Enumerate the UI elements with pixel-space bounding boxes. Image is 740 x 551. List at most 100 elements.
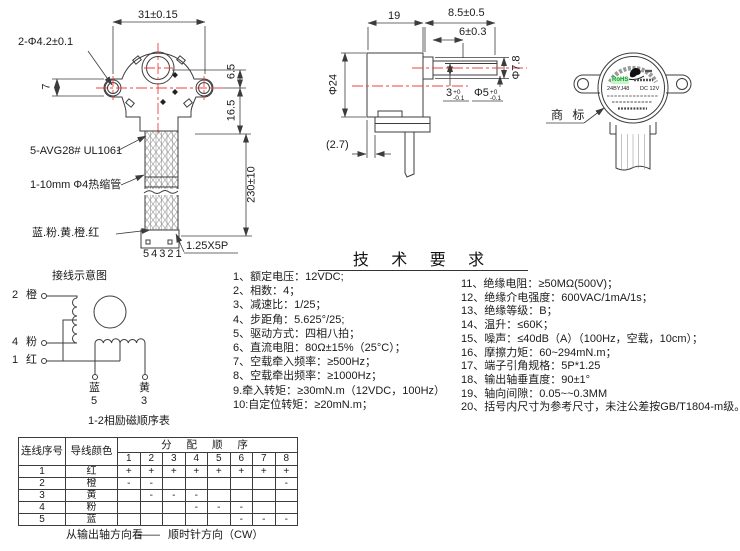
connector-spec-label: 1.25X5P xyxy=(186,240,229,252)
dim-flat-thickness: 3+0-0.1 xyxy=(446,87,465,102)
tech-item: 7、空载牵入频率：≥500Hz； xyxy=(233,356,376,369)
terminal-3-color: 黄 xyxy=(139,382,150,394)
dim-flat-value: 3 xyxy=(446,87,453,99)
table-row: 2 橙 - - - xyxy=(18,477,298,490)
seq-cell: + xyxy=(162,465,186,478)
col-header-wire-no: 连线序号 xyxy=(18,437,66,466)
seq-cell: + xyxy=(252,465,276,478)
step-header: 2 xyxy=(139,452,163,466)
step-header: 8 xyxy=(274,452,298,466)
tech-item: 1、额定电压：12VDC; xyxy=(233,271,344,283)
tolerance-upper: +0 xyxy=(453,89,461,96)
step-header: 4 xyxy=(184,452,208,466)
dim-shaft-diameter: Φ5+0-0.1 xyxy=(474,87,502,102)
tech-item: 20、括号内尺寸为参考尺寸，未注公差按GB/T1804-m级。 xyxy=(461,401,740,414)
step-header: 3 xyxy=(162,452,186,466)
seq-cell xyxy=(117,489,141,502)
tech-item: 13、绝缘等级：B； xyxy=(461,305,558,318)
tech-item: 14、温升：≤60K； xyxy=(461,319,554,332)
seq-cell: - xyxy=(139,477,163,490)
table-note-view: 从输出轴方向看 xyxy=(66,529,143,541)
brand-logo-mark xyxy=(629,67,641,78)
tech-item: 19、轴向间隙：0.05~~0.3MM xyxy=(461,387,608,400)
table-row: 4 粉 - - - xyxy=(18,501,298,514)
wire-no: 3 xyxy=(18,489,66,502)
tech-item: 18、输出轴垂直度：90±1° xyxy=(461,373,591,386)
seq-cell xyxy=(229,477,253,490)
seq-cell: + xyxy=(207,465,231,478)
table-row: 5 蓝 - - - xyxy=(18,513,298,526)
tolerance-lower: -0.1 xyxy=(489,95,502,102)
terminal-4-color: 粉 xyxy=(26,336,37,348)
step-header: 1 xyxy=(117,452,141,466)
model-number: 24BYJ48 xyxy=(607,86,630,92)
tech-item: 11、绝缘电阻：≥50MΩ(500V)； xyxy=(461,278,619,290)
tolerance-lower: -0.1 xyxy=(453,95,465,102)
wire-no: 5 xyxy=(18,513,66,526)
seq-cell: - xyxy=(184,501,208,514)
wire-no: 2 xyxy=(18,477,66,490)
step-header: 7 xyxy=(252,452,276,466)
wiring-title: 接线示意图 xyxy=(52,270,107,282)
seq-cell xyxy=(117,501,141,514)
dim-flat-length: 6±0.3 xyxy=(459,26,487,38)
seq-cell xyxy=(207,489,231,502)
label-company-arc-text xyxy=(608,65,658,84)
seq-cell: - xyxy=(162,489,186,502)
wire-color: 橙 xyxy=(65,477,118,490)
wire-color: 粉 xyxy=(65,501,118,514)
tech-item: 10:自定位转矩：≥20mN.m； xyxy=(233,398,373,411)
seq-cell: - xyxy=(117,477,141,490)
seq-cell: - xyxy=(229,501,253,514)
tech-item: 3、减速比：1/25； xyxy=(233,299,327,312)
seq-cell: + xyxy=(139,465,163,478)
tech-requirements-title: 技 术 要 求 xyxy=(318,246,528,271)
terminal-5-pin: 5 xyxy=(91,395,98,407)
seq-cell xyxy=(207,477,231,490)
wire-no: 1 xyxy=(18,465,66,478)
table-row: 3 黄 - - - xyxy=(18,489,298,502)
terminal-3-pin: 3 xyxy=(141,395,148,407)
step-header: 5 xyxy=(207,452,231,466)
wire-no: 4 xyxy=(18,501,66,514)
dim-lead-length: 230±10 xyxy=(245,166,258,203)
col-header-sequence: 分 配 顺 序 xyxy=(117,437,298,453)
tech-requirements-right: 11、绝缘电阻：≥50MΩ(500V)； 12、绝缘介电强度：600VAC/1m… xyxy=(461,278,740,415)
tech-item: 4、步距角：5.625°/25; xyxy=(233,313,345,326)
tolerance-upper: +0 xyxy=(489,89,498,96)
front-view-drawing xyxy=(52,19,252,254)
seq-cell: + xyxy=(117,465,141,478)
col-header-wire-color: 导线颜色 xyxy=(65,437,118,466)
wire-color: 蓝 xyxy=(65,513,118,526)
connector-pin-numbers: 54321 xyxy=(143,248,184,260)
trademark-callout: 商 标 xyxy=(551,108,588,122)
seq-cell: - xyxy=(184,489,208,502)
table-row: 1 红 + + + + + + + + xyxy=(18,465,298,478)
terminal-1-color: 红 xyxy=(26,354,37,366)
dim-flat-tolerance: +0-0.1 xyxy=(453,89,465,102)
seq-cell xyxy=(274,489,298,502)
dim-boss-diameter: Φ7.8 xyxy=(510,55,523,80)
dim-shaft-tolerance: +0-0.1 xyxy=(489,89,502,102)
dim-center-bottom: 16.5 xyxy=(225,99,238,122)
tech-item: 15、噪声：≤40dB（A）（100Hz，空载，10cm）； xyxy=(461,332,703,345)
seq-cell xyxy=(139,501,163,514)
seq-cell xyxy=(184,477,208,490)
tech-item: 2、相数：4； xyxy=(233,285,301,298)
seq-cell: - xyxy=(207,501,231,514)
seq-cell: + xyxy=(184,465,208,478)
seq-cell: + xyxy=(229,465,253,478)
seq-cell xyxy=(162,513,186,526)
wire-color: 黄 xyxy=(65,489,118,502)
seq-cell xyxy=(229,489,253,502)
dim-shaft-value: Φ5 xyxy=(474,87,489,99)
dim-hole-spacing: 31±0.15 xyxy=(138,9,178,21)
dim-body-depth: 19 xyxy=(388,10,401,22)
side-view-drawing xyxy=(341,20,527,178)
terminal-1-pin: 1 xyxy=(12,354,19,366)
seq-cell xyxy=(274,501,298,514)
sequence-table-caption: 1-2相励磁顺序表 xyxy=(88,415,170,427)
tech-item: 12、绝缘介电强度：600VAC/1mA/1s； xyxy=(461,291,653,304)
